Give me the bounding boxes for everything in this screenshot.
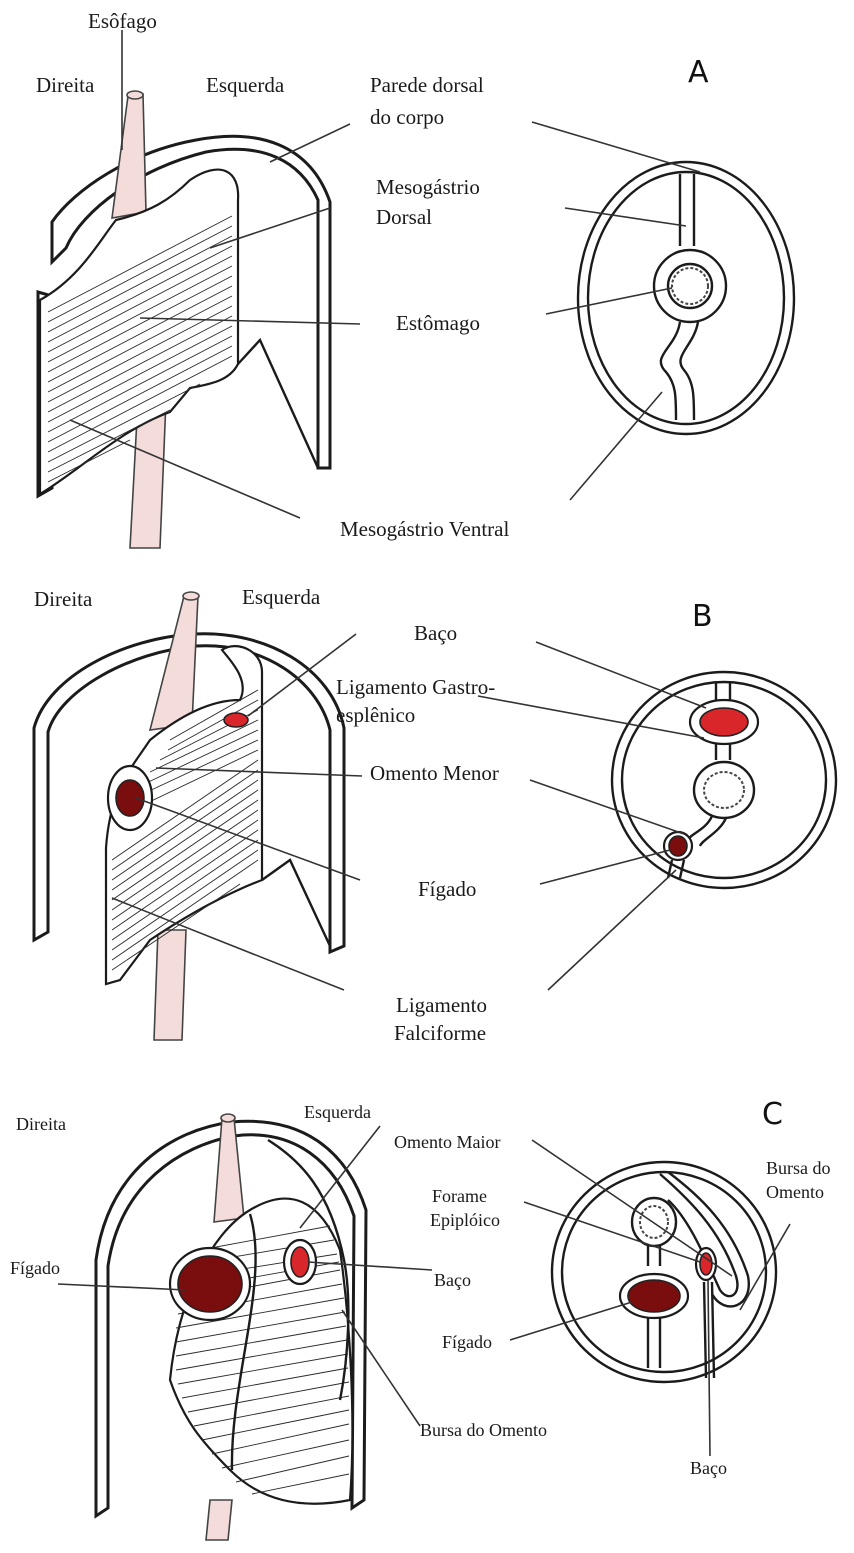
a-label-esofago: Esôfago [88, 9, 157, 33]
c-cross-liver [628, 1280, 680, 1312]
b-label-lig-gastro-2: esplênico [336, 703, 415, 727]
c-label-direita: Direita [16, 1114, 66, 1134]
a-label-mesogastrio-ventral: Mesogástrio Ventral [340, 517, 509, 541]
c-label-esquerda: Esquerda [304, 1102, 371, 1122]
b-label-omento-menor: Omento Menor [370, 761, 499, 785]
c-label-figado-right: Fígado [442, 1332, 492, 1352]
c-cross-section [552, 1162, 776, 1382]
panel-a: Esôfago Direita Esquerda Parede dorsal d… [36, 9, 794, 548]
b-label-esquerda: Esquerda [242, 585, 321, 609]
c-liver [178, 1256, 242, 1312]
c-label-baco-mid: Baço [434, 1270, 471, 1290]
b-cross-spleen [700, 708, 748, 736]
c-label-bursa-omento-r1: Bursa do [766, 1158, 831, 1178]
c-label-omento-maior: Omento Maior [394, 1132, 500, 1152]
panel-b: Direita Esquerda Baço Ligamento Gastro- … [34, 585, 836, 1045]
c-label-figado-left: Fígado [10, 1258, 60, 1278]
c-label-forame-1: Forame [432, 1186, 487, 1206]
b-liver [116, 780, 144, 816]
a-label-mesogastrio-dorsal-1: Mesogástrio [376, 175, 480, 199]
c-spleen [291, 1247, 309, 1277]
a-label-parede-dorsal-2: do corpo [370, 105, 444, 129]
b-cross-liver [669, 836, 687, 856]
c-label-forame-2: Epiplóico [430, 1210, 500, 1230]
a-label-esquerda: Esquerda [206, 73, 285, 97]
b-esophagus-lower [154, 930, 186, 1040]
a-label-direita: Direita [36, 73, 95, 97]
a-esophagus [112, 94, 146, 218]
panel-c-letter: C [762, 1097, 783, 1132]
b-label-baco: Baço [414, 621, 457, 645]
a-label-mesogastrio-dorsal-2: Dorsal [376, 205, 432, 229]
b-label-direita: Direita [34, 587, 93, 611]
c-label-bursa-omento-bottom: Bursa do Omento [420, 1420, 547, 1440]
panel-a-letter: A [688, 55, 709, 90]
panel-c: Direita Esquerda Omento Maior Bursa do O… [10, 1097, 831, 1540]
b-label-lig-falciforme-1: Ligamento [396, 993, 487, 1017]
b-spleen [224, 713, 248, 727]
a-label-parede-dorsal-1: Parede dorsal [370, 73, 484, 97]
c-omentum-sheet [170, 1199, 352, 1504]
b-label-lig-falciforme-2: Falciforme [394, 1021, 486, 1045]
a-label-estomago: Estômago [396, 311, 480, 335]
panel-b-letter: B [692, 599, 713, 634]
b-esophagus [150, 596, 198, 730]
b-label-lig-gastro-1: Ligamento Gastro- [336, 675, 495, 699]
a-cross-section [578, 162, 794, 434]
c-label-baco-bottom: Baço [690, 1458, 727, 1478]
b-label-figado: Fígado [418, 877, 476, 901]
c-label-bursa-omento-r2: Omento [766, 1182, 824, 1202]
